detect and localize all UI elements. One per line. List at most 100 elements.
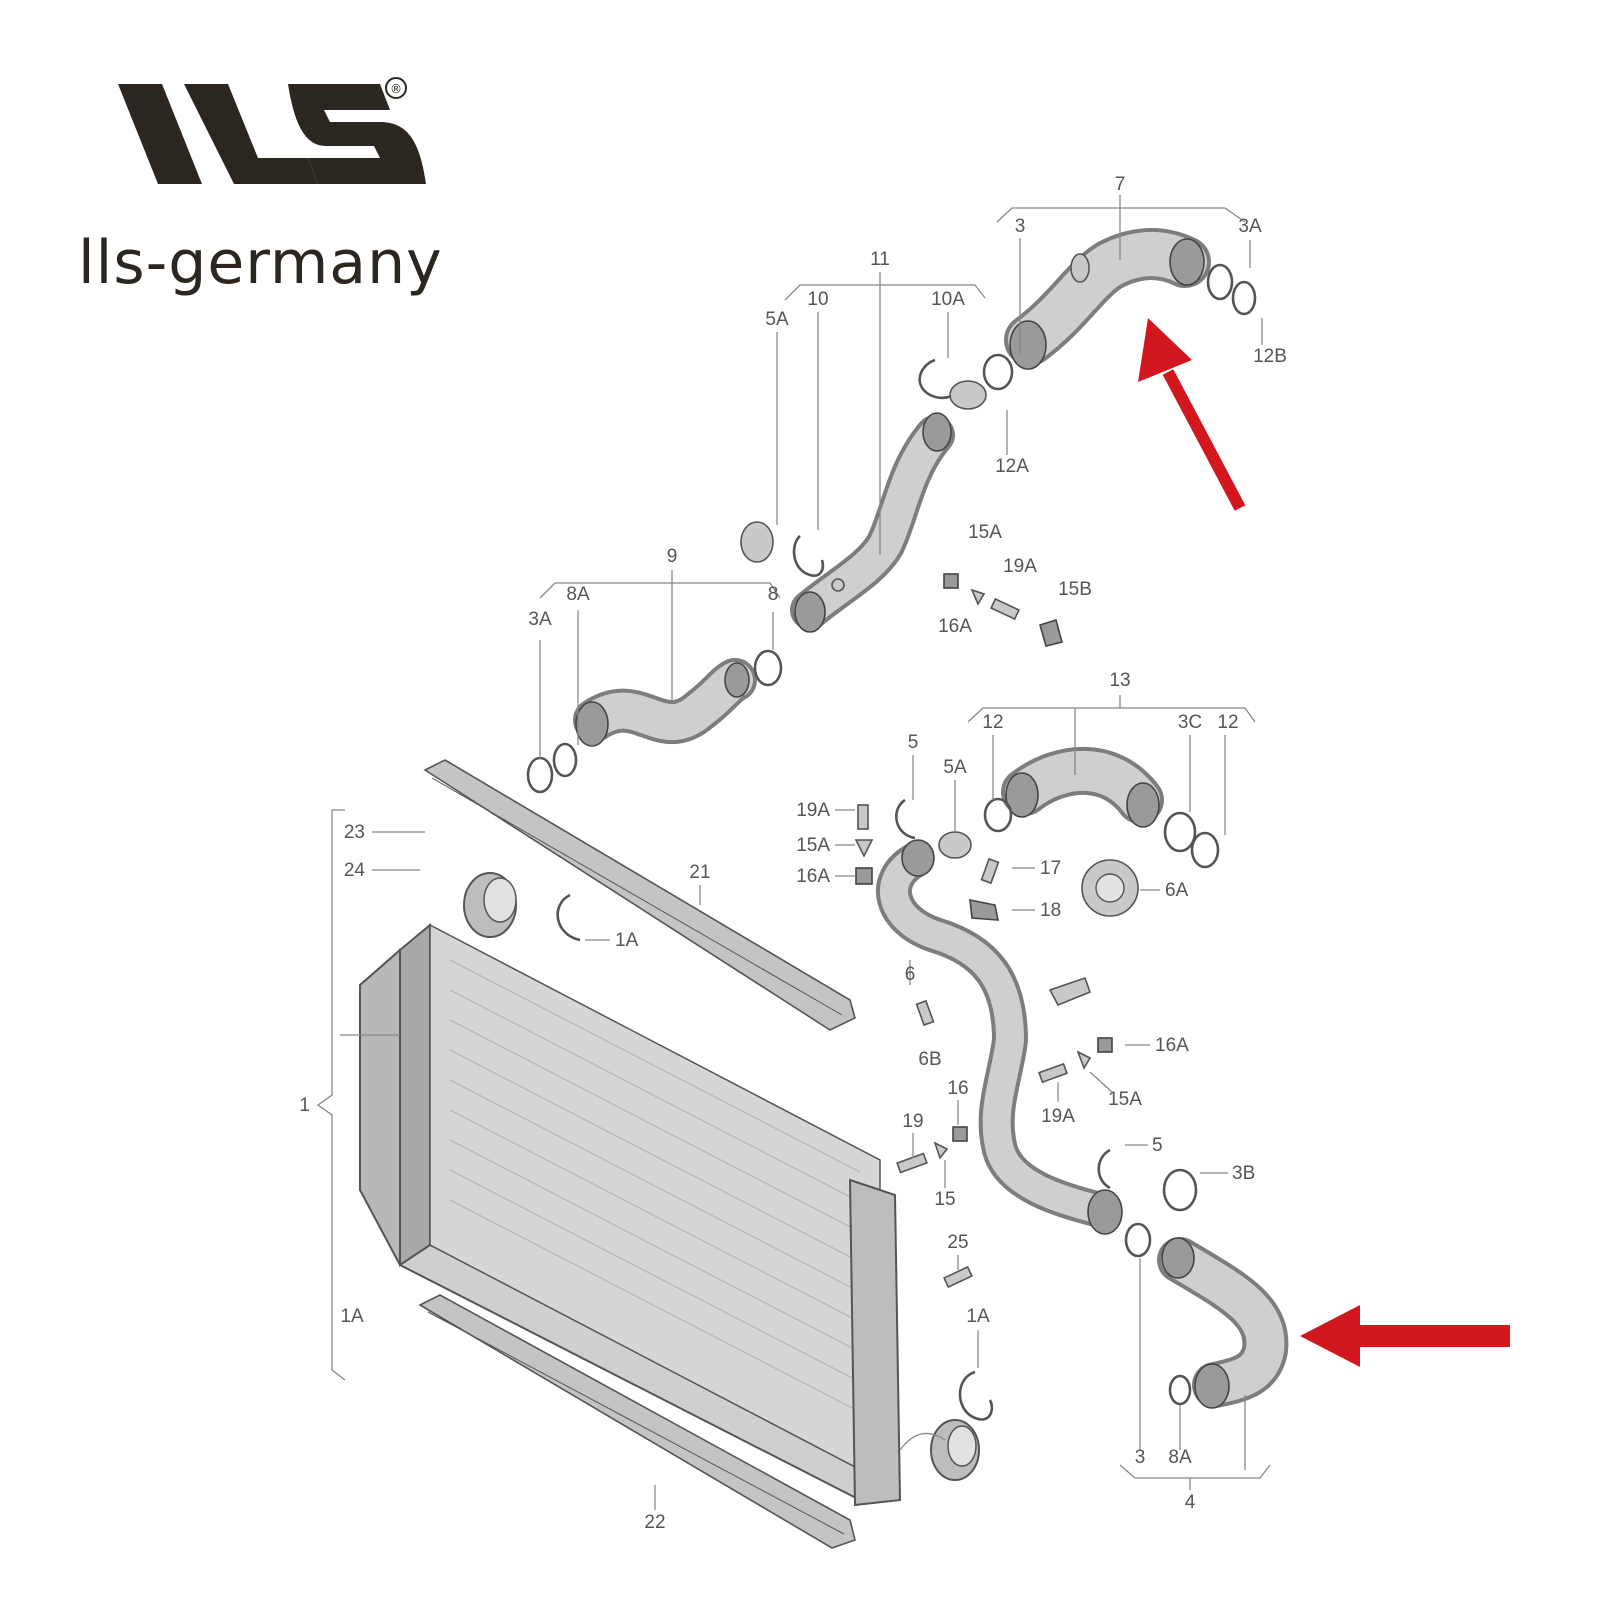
air-guide-upper [423,759,856,1031]
nut-16A-top [943,573,959,589]
label-10A: 10A [931,289,965,310]
o-ring-8A-bot [1168,1374,1192,1406]
label-16: 16 [947,1078,968,1099]
registered-mark: ® [390,82,402,96]
label-1A-top: 1A [615,930,639,951]
label-15A-top: 15A [968,522,1002,543]
bolt-6B [915,999,935,1027]
sensor-18 [969,899,999,921]
o-ring-12-b [1190,831,1220,869]
lls-logo-mark-icon: ® [118,77,426,184]
brand-name: lls-germany [78,228,443,298]
label-1A-low: 1A [966,1306,990,1327]
label-19A-left: 19A [796,800,830,821]
label-6B: 6B [918,1049,941,1070]
bolt-25 [943,1265,973,1289]
label-9: 9 [667,546,678,567]
label-7: 7 [1115,174,1126,195]
label-8A-left: 8A [566,584,590,605]
o-ring-3C [1163,811,1197,853]
callout-labels: 7 3 3A 12B 11 10 10A 5A 12A 15A 19A 15B … [299,174,1286,1533]
o-ring-3A-top [1206,263,1234,301]
label-11: 11 [870,249,890,270]
o-ring-8 [753,649,783,687]
cap-6A [1081,859,1139,917]
label-16A-top: 16A [938,616,972,637]
charge-air-hose-9 [573,658,757,747]
label-16A-right: 16A [1155,1035,1189,1056]
label-8: 8 [768,584,779,605]
label-13: 13 [1109,670,1130,691]
charge-air-pipe-6 [876,839,1123,1235]
nut-16A-right [1097,1037,1113,1053]
clamp-1A-low [958,1370,994,1421]
label-5A-top: 5A [765,309,789,330]
bolt-17 [980,857,1000,885]
label-3-top: 3 [1015,216,1026,237]
charge-air-pipe-11 [790,412,955,633]
o-ring-3-bot [1124,1222,1152,1258]
highlight-arrow-upper [1138,318,1246,511]
bolt-19A-right [1038,1062,1068,1084]
label-19A-right: 19A [1041,1106,1075,1127]
label-10: 10 [807,289,828,310]
label-15A-right: 15A [1108,1089,1142,1110]
charge-air-hose-4 [1157,1237,1289,1409]
air-guide-lower [418,1294,856,1549]
charge-air-hose-13 [1001,746,1164,828]
washer-15A-right [1076,1050,1092,1070]
washer-15 [933,1141,949,1160]
label-8A-bot: 8A [1168,1447,1192,1468]
label-1: 1 [299,1095,310,1116]
label-6A: 6A [1165,880,1189,901]
leader-lines [316,195,1271,1510]
label-4: 4 [1185,1492,1196,1513]
washer-15A-top [970,588,986,606]
label-17: 17 [1040,858,1061,879]
label-23: 23 [344,822,365,843]
washer-15A-left [854,839,874,858]
label-5-mid: 5 [908,732,919,753]
label-16A-left: 16A [796,866,830,887]
label-22: 22 [644,1512,665,1533]
label-21: 21 [689,862,710,883]
label-15B: 15B [1058,579,1092,600]
clamp-5-mid [895,798,916,840]
label-3C: 3C [1178,712,1202,733]
highlight-arrow-lower [1300,1305,1510,1367]
clamp-3B [1162,1168,1198,1212]
nut-16 [952,1126,968,1142]
label-5A-mid: 5A [943,757,967,778]
clamp-10 [792,535,825,577]
clamp-1A-top [556,893,581,942]
o-ring-3-top [982,353,1014,391]
label-15A-left: 15A [796,835,830,856]
label-12-b: 12 [1217,712,1238,733]
label-18: 18 [1040,900,1061,921]
bolt-19 [896,1152,928,1174]
clamp-5A-mid [938,831,972,859]
label-3A-left: 3A [528,609,552,630]
label-19: 19 [902,1111,923,1132]
label-19A-top: 19A [1003,556,1037,577]
bolt-19A-top [990,597,1020,621]
label-3A-top: 3A [1238,216,1262,237]
o-ring-12-a [983,797,1013,833]
clamp-5A-top [740,521,774,563]
o-ring-12B [1231,280,1257,316]
nut-16A-left [855,867,873,885]
o-ring-3A-left [526,756,554,794]
label-5-low: 5 [1152,1135,1163,1156]
label-3-bot: 3 [1135,1447,1146,1468]
label-6: 6 [905,964,916,985]
charge-air-hose-7 [1004,228,1211,370]
label-15: 15 [934,1189,955,1210]
label-3B: 3B [1232,1163,1255,1184]
label-12A: 12A [995,456,1029,477]
clamp-12A [949,380,987,410]
label-1A-left: 1A [340,1306,364,1327]
label-12-a: 12 [982,712,1003,733]
label-25: 25 [947,1232,968,1253]
